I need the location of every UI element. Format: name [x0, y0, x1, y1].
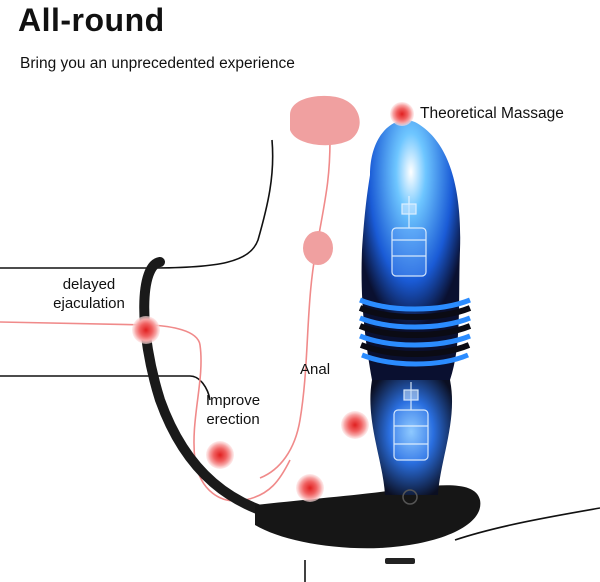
label-improve-line2: erection [206, 411, 260, 428]
ring-arm [139, 257, 305, 525]
label-improve-erection: Improve erection [198, 391, 268, 429]
spot-improve-erection [206, 441, 234, 469]
label-theoretical-massage: Theoretical Massage [420, 105, 564, 122]
motor-upper [391, 196, 427, 277]
label-delayed-line2: ejaculation [53, 295, 125, 312]
label-delayed-line1: delayed [62, 276, 116, 293]
device-base [255, 485, 481, 549]
power-button-icon [402, 489, 418, 505]
motor-lower [393, 382, 429, 461]
page-subtitle: Bring you an unprecedented experience [20, 55, 295, 72]
spot-perineum [296, 474, 324, 502]
page-title: All-round [18, 2, 165, 38]
body-outline [0, 139, 600, 582]
label-improve-line1: Improve [205, 392, 261, 409]
spot-delayed-ejaculation [132, 316, 160, 344]
ridges [358, 297, 472, 367]
prostate-shape [303, 231, 333, 265]
device-shaft-lower [370, 380, 453, 495]
spot-theoretical-massage [390, 102, 414, 126]
label-anal: Anal [300, 361, 331, 378]
label-delayed-ejaculation: delayed ejaculation [24, 275, 154, 313]
bladder-shape [290, 95, 360, 146]
pink-outline [0, 139, 331, 502]
spot-anal [341, 411, 369, 439]
